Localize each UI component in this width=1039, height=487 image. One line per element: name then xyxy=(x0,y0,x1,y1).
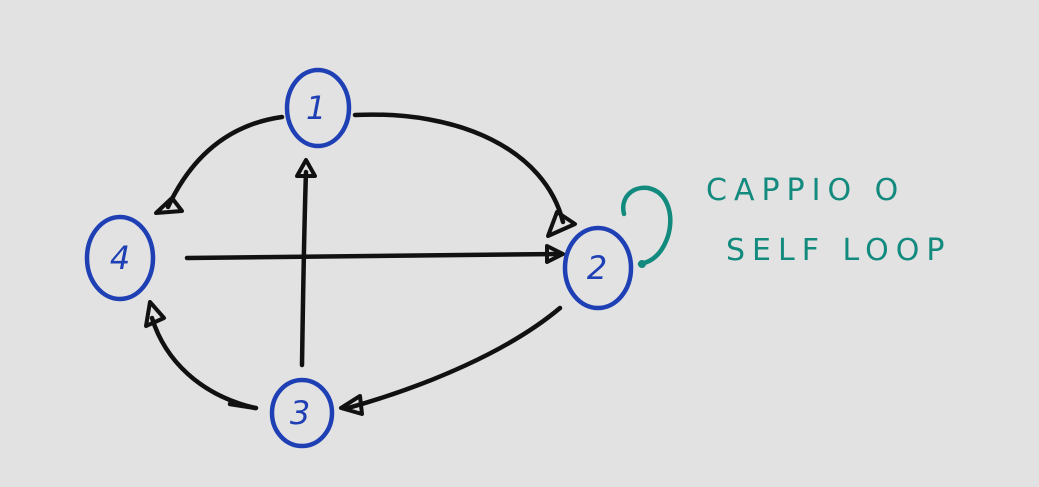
node-4: 4 xyxy=(84,214,156,302)
self-loop-arrow-tip xyxy=(638,260,646,268)
arrowhead-4-to-2 xyxy=(545,244,565,264)
node-4-label: 4 xyxy=(110,239,130,277)
self-loop-annotation: CAPPIO O SELF LOOP xyxy=(706,173,951,268)
arrowhead-1-to-2 xyxy=(546,210,577,238)
node-2-label: 2 xyxy=(587,249,607,287)
edge-3-to-1 xyxy=(299,169,309,368)
node-2-circle xyxy=(562,225,634,311)
annotation-line-1: CAPPIO O xyxy=(706,173,905,208)
annotation-line-2: SELF LOOP xyxy=(726,233,951,268)
arrowhead-3-to-4 xyxy=(144,300,166,328)
edge-3-to-4-tail xyxy=(227,401,259,411)
arrowhead-1-to-4 xyxy=(154,196,184,215)
node-4-circle xyxy=(84,214,156,302)
arrowhead-2-to-3 xyxy=(339,394,364,416)
node-3: 3 xyxy=(269,377,335,449)
node-3-circle xyxy=(269,377,335,449)
self-loop-group xyxy=(620,185,673,268)
edge-3-to-4 xyxy=(149,315,258,411)
edge-2-to-3 xyxy=(345,305,563,411)
arrowhead-3-to-1 xyxy=(295,158,317,178)
edges xyxy=(144,112,577,416)
node-3-label: 3 xyxy=(290,394,310,432)
edge-1-to-4 xyxy=(165,114,285,210)
self-loop-edge-2 xyxy=(620,185,673,267)
node-1: 1 xyxy=(284,67,352,149)
edge-4-to-2 xyxy=(184,251,563,261)
node-1-label: 1 xyxy=(306,89,326,127)
edge-1-to-2 xyxy=(352,112,566,225)
node-2: 2 xyxy=(562,225,634,311)
node-1-circle xyxy=(284,67,352,149)
